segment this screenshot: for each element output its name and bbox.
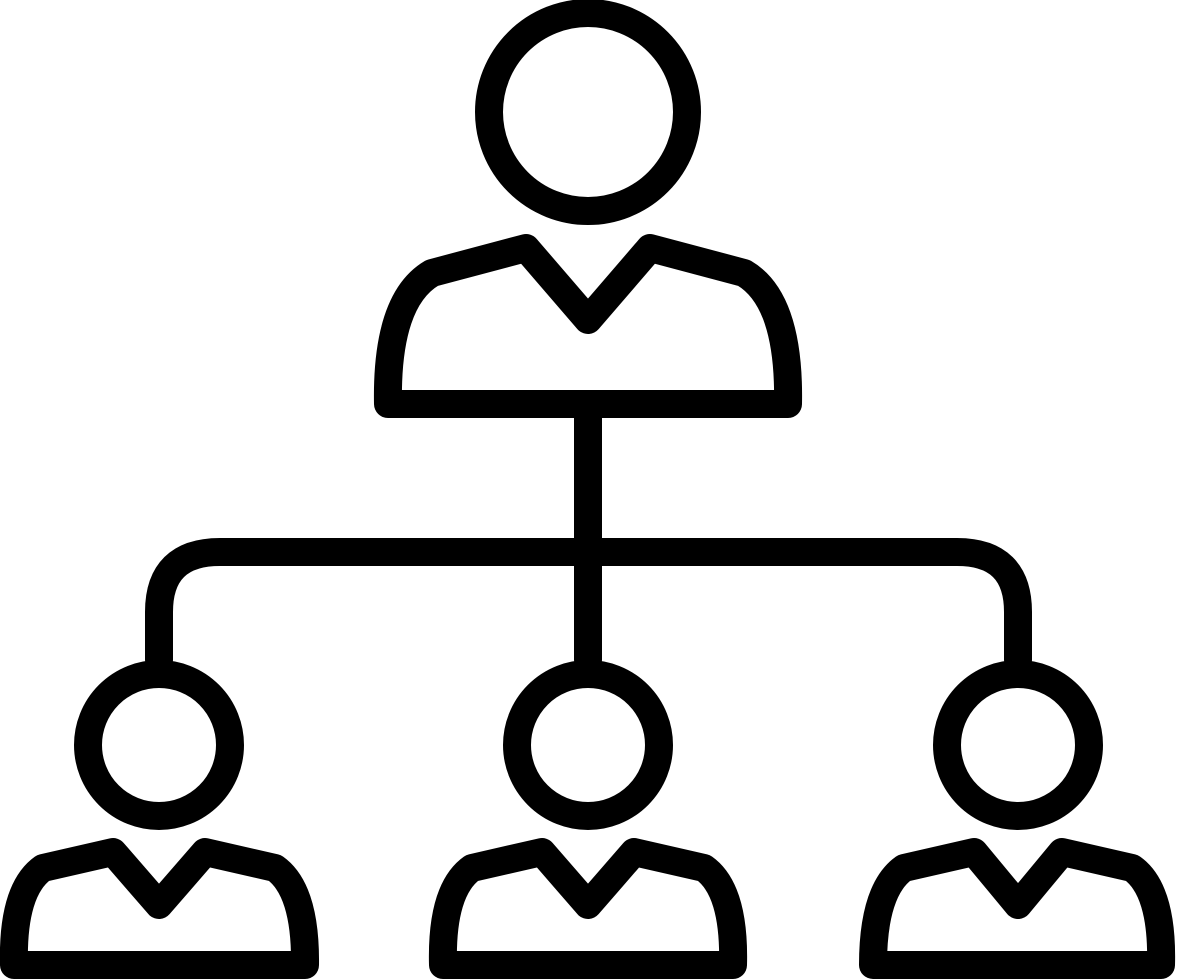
report-2-body [428, 838, 748, 979]
report-1-head [74, 660, 244, 830]
manager-body [373, 234, 803, 418]
report-2-person-icon [428, 660, 748, 979]
report-2-head [503, 660, 673, 830]
manager-head [475, 0, 701, 225]
report-1-person-icon [0, 660, 320, 979]
report-3-person-icon [859, 660, 1176, 979]
manager-person-icon [373, 0, 803, 418]
connector-lines [145, 404, 1032, 674]
report-3-body [859, 838, 1176, 979]
report-3-head [933, 660, 1103, 830]
report-1-body [0, 838, 320, 979]
